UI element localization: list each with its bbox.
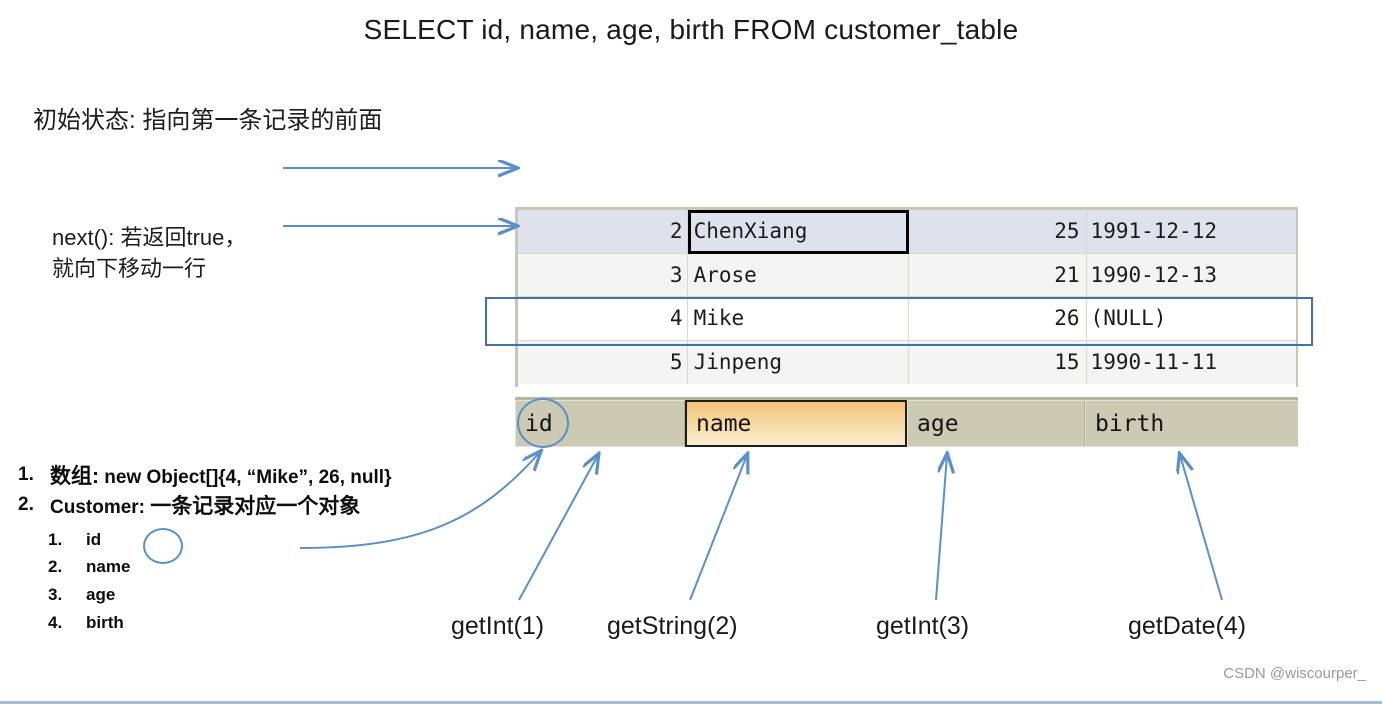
cell-birth: 1990-12-13 bbox=[1086, 254, 1296, 297]
getter-label-getint1: getInt(1) bbox=[451, 612, 545, 640]
getter-label-getdate4: getDate(4) bbox=[1128, 612, 1247, 640]
list-item-label: name bbox=[86, 557, 131, 577]
list-item: 1. 数组: new Object[]{4, “Mike”, 26, null} bbox=[8, 462, 391, 492]
list-item-label: 数组: bbox=[50, 465, 99, 488]
list-item: 2. Customer: 一条记录对应一个对象 bbox=[8, 492, 391, 522]
list-item-value: new Object[]{4, “Mike”, 26, null} bbox=[104, 467, 392, 488]
list-item-label: id bbox=[86, 529, 102, 549]
list-item-number: 2. bbox=[18, 493, 34, 515]
cell-name: Arose bbox=[687, 253, 909, 297]
list-item-number: 1. bbox=[48, 529, 63, 549]
column-header-name[interactable]: name bbox=[685, 400, 907, 447]
next-method-annotation: next(): 若返回true， 就向下移动一行 bbox=[52, 222, 246, 284]
arrow-getint3-to-age bbox=[935, 455, 947, 601]
column-header-strip: id name age birth bbox=[515, 397, 1298, 447]
cell-name: Mike bbox=[687, 297, 909, 341]
list-item: 2. name bbox=[48, 553, 391, 581]
cell-id: 4 bbox=[518, 297, 688, 341]
cell-id: 5 bbox=[518, 340, 688, 384]
cell-name: Jinpeng bbox=[688, 340, 909, 384]
page-title: SELECT id, name, age, birth FROM custome… bbox=[363, 14, 1019, 45]
cell-name[interactable]: ChenXiang bbox=[687, 210, 909, 254]
cell-age: 25 bbox=[909, 210, 1087, 254]
table-row[interactable]: 4 Mike 26 (NULL) bbox=[518, 297, 1296, 341]
list-item: 3. age bbox=[48, 581, 391, 609]
cell-birth: (NULL) bbox=[1086, 297, 1296, 341]
list-item-number: 4. bbox=[48, 612, 63, 632]
list-item-label: Customer: bbox=[50, 496, 146, 518]
footer-divider bbox=[0, 701, 1382, 704]
getter-label-getstring2: getString(2) bbox=[607, 612, 738, 640]
cell-age: 15 bbox=[909, 340, 1087, 384]
table-row[interactable]: 2 ChenXiang 25 1991-12-12 bbox=[518, 210, 1296, 254]
notes-list: 1. 数组: new Object[]{4, “Mike”, 26, null}… bbox=[8, 462, 391, 636]
next-annotation-line-2: 就向下移动一行 bbox=[52, 256, 207, 282]
cell-id: 2 bbox=[518, 210, 688, 254]
column-header-id[interactable]: id bbox=[515, 400, 685, 447]
list-item-label: age bbox=[86, 585, 116, 604]
cell-age: 26 bbox=[909, 297, 1087, 341]
list-item-value: 一条记录对应一个对象 bbox=[150, 494, 361, 518]
column-header-birth[interactable]: birth bbox=[1085, 400, 1298, 447]
list-item-number: 1. bbox=[18, 464, 34, 485]
result-set-table: 2 ChenXiang 25 1991-12-12 3 Arose 21 199… bbox=[515, 207, 1298, 387]
list-item-number: 2. bbox=[48, 557, 63, 577]
arrow-getstring2-to-name bbox=[689, 455, 747, 601]
arrow-getint1-to-id bbox=[518, 455, 598, 601]
column-header-age[interactable]: age bbox=[907, 400, 1085, 447]
csdn-watermark: CSDN @wiscourper_ bbox=[1223, 665, 1366, 682]
list-item: 1. id bbox=[48, 526, 391, 554]
next-annotation-line-1: next(): 若返回true， bbox=[52, 225, 247, 250]
field-sublist: 1. id 2. name 3. age 4. birth bbox=[48, 526, 391, 636]
initial-state-annotation: 初始状态: 指向第一条记录的前面 bbox=[33, 107, 383, 134]
cell-birth: 1990-11-11 bbox=[1090, 350, 1217, 375]
cell-id: 3 bbox=[518, 253, 688, 297]
list-item: 4. birth bbox=[48, 609, 391, 637]
table-row[interactable]: 3 Arose 21 1990-12-13 bbox=[518, 253, 1296, 297]
cell-age: 21 bbox=[909, 253, 1087, 297]
getter-label-getint3: getInt(3) bbox=[876, 612, 970, 640]
list-item-number: 3. bbox=[48, 585, 63, 604]
table-row[interactable]: 5 Jinpeng 15 1990-11-11 bbox=[518, 340, 1296, 384]
cell-birth: 1991-12-12 bbox=[1086, 210, 1296, 254]
arrow-getdate4-to-birth bbox=[1180, 455, 1223, 601]
list-item-label: birth bbox=[86, 612, 124, 632]
